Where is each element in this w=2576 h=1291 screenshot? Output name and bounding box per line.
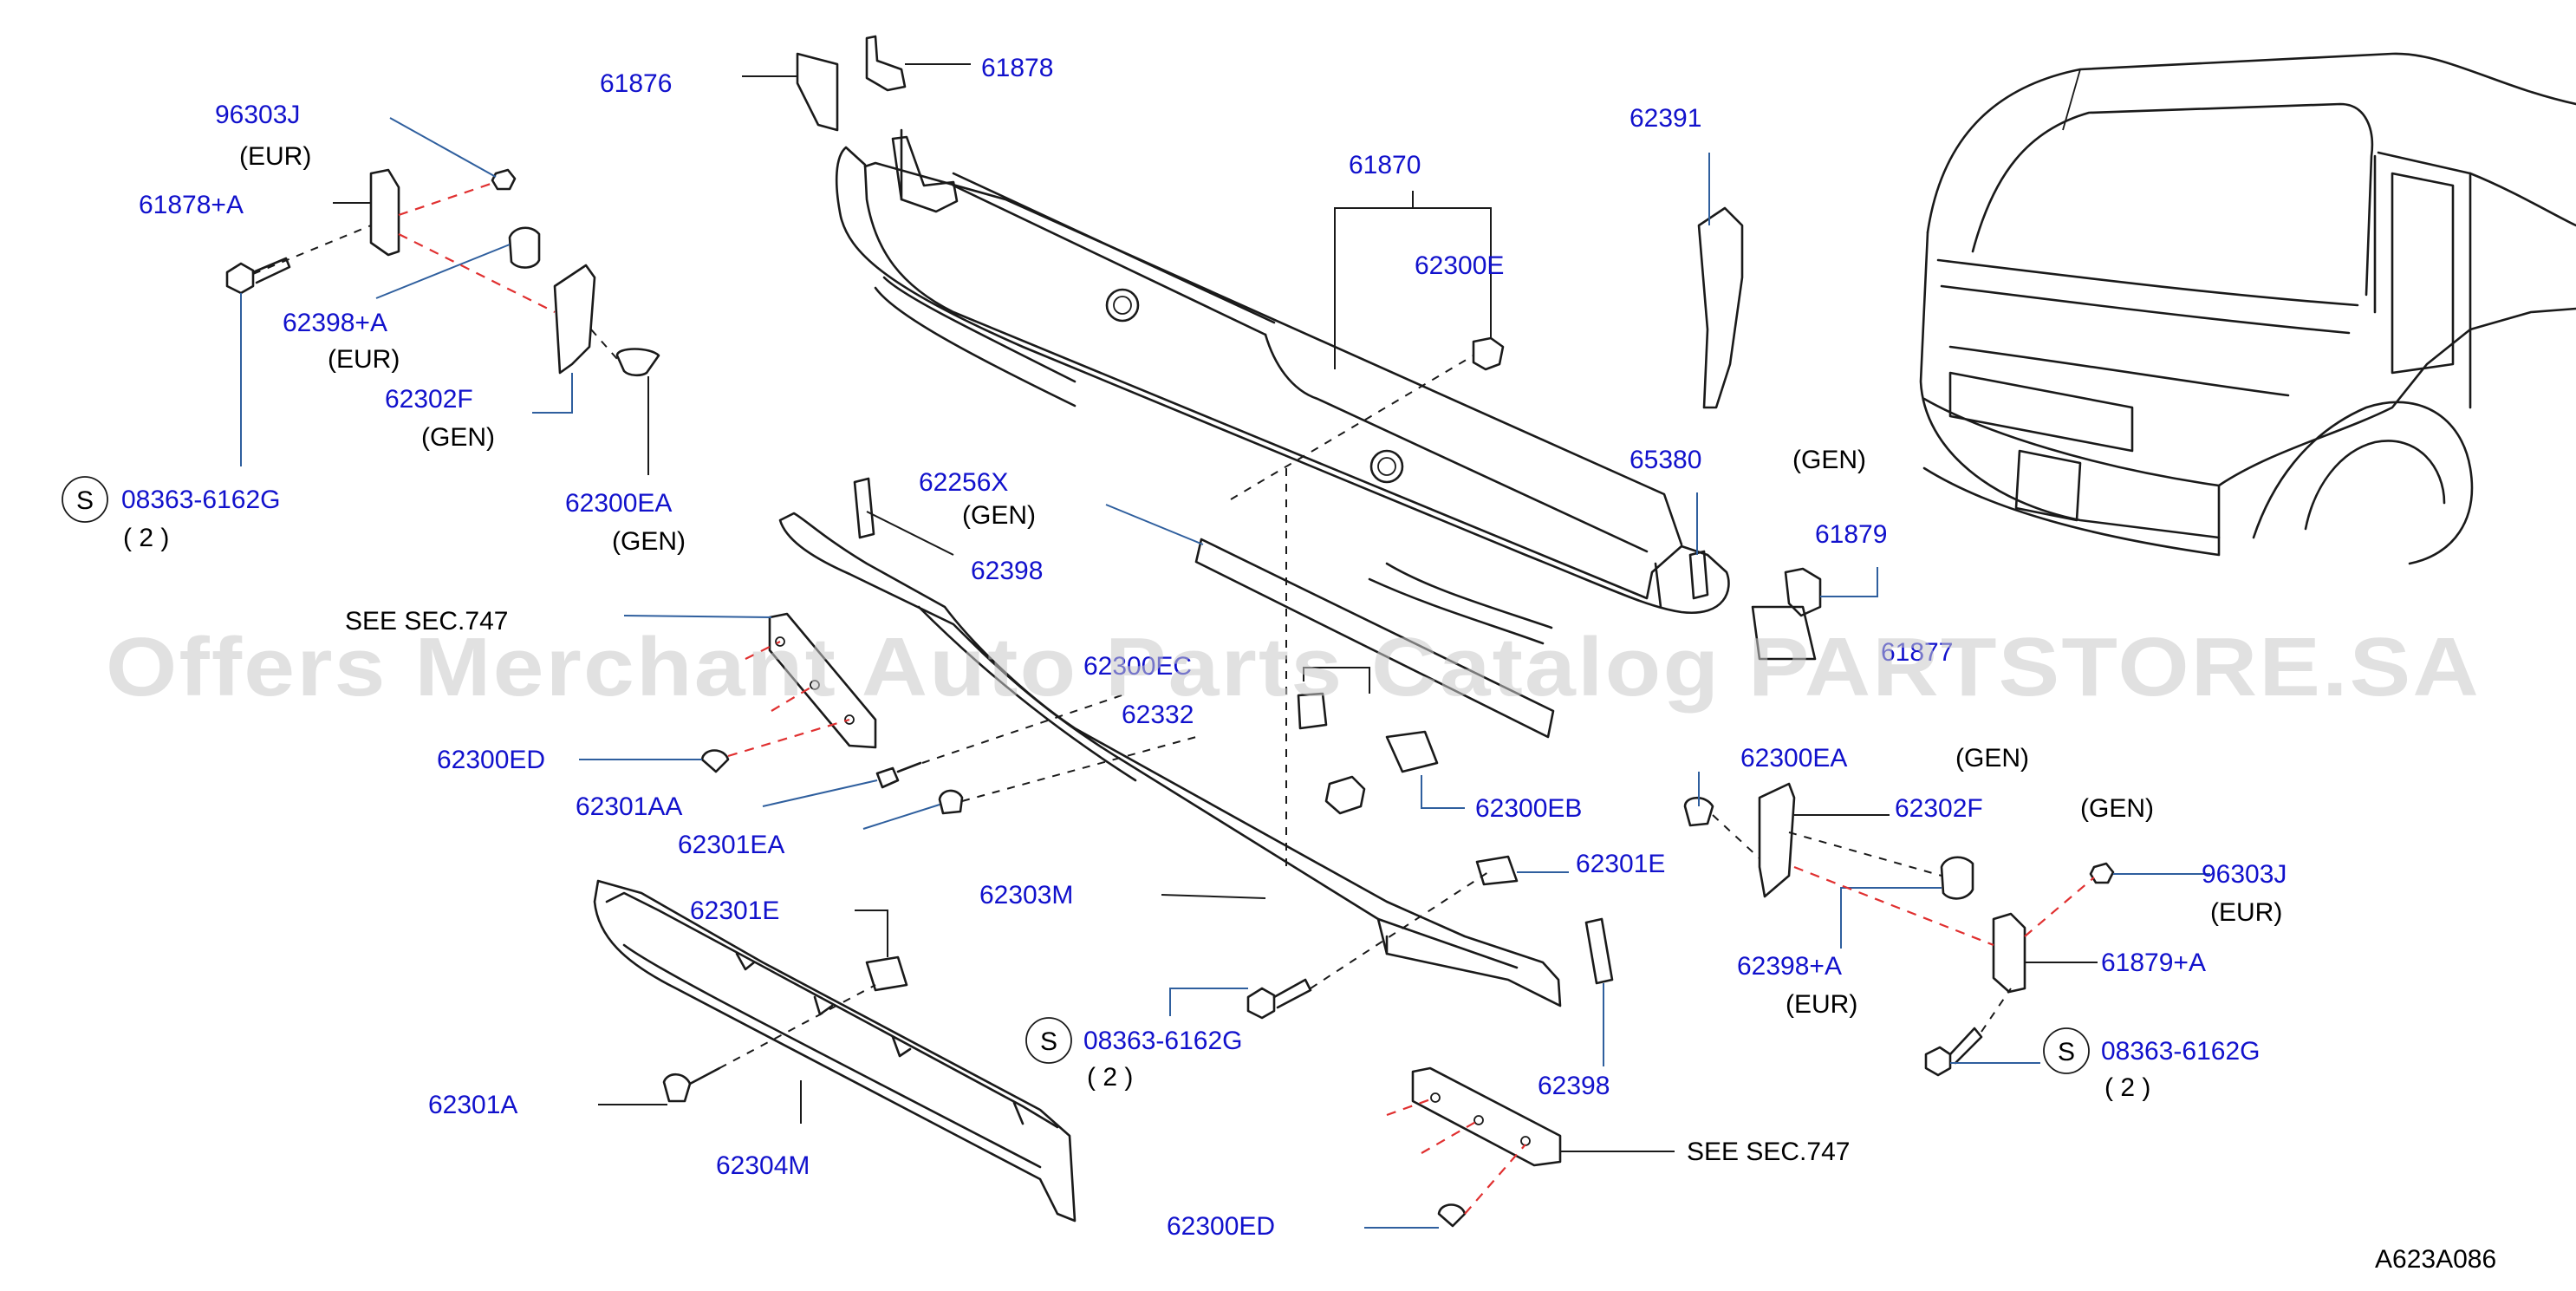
panel-62304m bbox=[593, 879, 1077, 1223]
part-label[interactable]: 62300ED bbox=[1167, 1212, 1275, 1241]
part-label[interactable]: 62256X bbox=[919, 468, 1008, 497]
note-label: (GEN) bbox=[1955, 744, 2029, 773]
dashed-lines bbox=[252, 180, 2095, 1215]
part-label[interactable]: 62300EA bbox=[1740, 744, 1847, 773]
part-label[interactable]: 08363-6162G bbox=[2101, 1037, 2261, 1066]
note-label: (GEN) bbox=[421, 423, 495, 452]
part-label[interactable]: 61878+A bbox=[139, 191, 244, 219]
part-label[interactable]: 08363-6162G bbox=[121, 486, 281, 514]
truck-outline bbox=[1919, 52, 2576, 565]
part-label[interactable]: 62300EC bbox=[1083, 652, 1192, 681]
note-label: ( 2 ) bbox=[2104, 1073, 2150, 1102]
part-label[interactable]: 62391 bbox=[1630, 104, 1701, 133]
note-label: ( 2 ) bbox=[123, 524, 169, 552]
part-label[interactable]: 62300ED bbox=[437, 746, 545, 774]
note-label: (EUR) bbox=[239, 142, 311, 171]
part-label[interactable]: 62300EB bbox=[1475, 794, 1582, 823]
std-symbols: S S S bbox=[62, 476, 2090, 1074]
part-label[interactable]: 62332 bbox=[1122, 701, 1194, 729]
circled-s-icon: S bbox=[1040, 1027, 1057, 1056]
part-label[interactable]: 96303J bbox=[2202, 860, 2287, 889]
part-label[interactable]: 62398+A bbox=[283, 309, 387, 337]
note-label: (GEN) bbox=[1792, 446, 1866, 474]
strip-62256x bbox=[1194, 538, 1555, 739]
watermark: Offers Merchant Auto Parts Catalog PARTS… bbox=[106, 621, 2481, 714]
part-label[interactable]: 62301A bbox=[428, 1091, 517, 1119]
part-label[interactable]: 61879+A bbox=[2101, 949, 2206, 977]
note-label: ( 2 ) bbox=[1087, 1063, 1133, 1092]
note-label: (EUR) bbox=[1786, 990, 1857, 1019]
part-label[interactable]: 62301E bbox=[690, 897, 779, 925]
part-label[interactable]: 61877 bbox=[1881, 638, 1953, 667]
note-label: (GEN) bbox=[962, 501, 1036, 530]
note-label: (GEN) bbox=[2080, 794, 2154, 823]
note-label: (GEN) bbox=[612, 527, 686, 556]
part-label[interactable]: 65380 bbox=[1630, 446, 1701, 474]
part-label[interactable]: 62398+A bbox=[1737, 952, 1842, 981]
part-label[interactable]: 62303M bbox=[979, 881, 1073, 910]
part-label[interactable]: 62398 bbox=[971, 557, 1043, 585]
note-label: (EUR) bbox=[2210, 898, 2282, 927]
part-label[interactable]: 62300E bbox=[1415, 251, 1504, 280]
part-label[interactable]: 61870 bbox=[1349, 151, 1421, 179]
part-label[interactable]: 62301E bbox=[1576, 850, 1665, 878]
note-label: SEE SEC.747 bbox=[345, 607, 508, 636]
diagram-code: A623A086 bbox=[2375, 1245, 2496, 1274]
grille-61870 bbox=[835, 128, 1730, 645]
part-label[interactable]: 62302F bbox=[1895, 794, 1983, 823]
grille-62303m bbox=[778, 512, 1562, 1007]
part-label[interactable]: 62304M bbox=[716, 1151, 810, 1180]
part-label[interactable]: 61878 bbox=[981, 54, 1053, 82]
part-label[interactable]: 62302F bbox=[385, 385, 473, 414]
part-label[interactable]: 61876 bbox=[600, 69, 672, 98]
note-label: SEE SEC.747 bbox=[1687, 1138, 1850, 1166]
leader-lines bbox=[240, 63, 2210, 1229]
part-label[interactable]: 62300EA bbox=[565, 489, 672, 518]
small-parts bbox=[225, 35, 2115, 1228]
part-label[interactable]: 62301AA bbox=[576, 792, 682, 821]
circled-s-icon: S bbox=[76, 486, 94, 515]
part-label[interactable]: 62301EA bbox=[678, 831, 784, 859]
circled-s-icon: S bbox=[2058, 1038, 2075, 1066]
callout-labels: 61876 61878 96303J (EUR) 61878+A 62398+A… bbox=[121, 54, 2496, 1274]
part-label[interactable]: 96303J bbox=[215, 101, 300, 129]
part-label[interactable]: 61879 bbox=[1815, 520, 1887, 549]
note-label: (EUR) bbox=[328, 345, 400, 374]
part-label[interactable]: 08363-6162G bbox=[1083, 1027, 1243, 1055]
part-label[interactable]: 62398 bbox=[1538, 1072, 1610, 1100]
